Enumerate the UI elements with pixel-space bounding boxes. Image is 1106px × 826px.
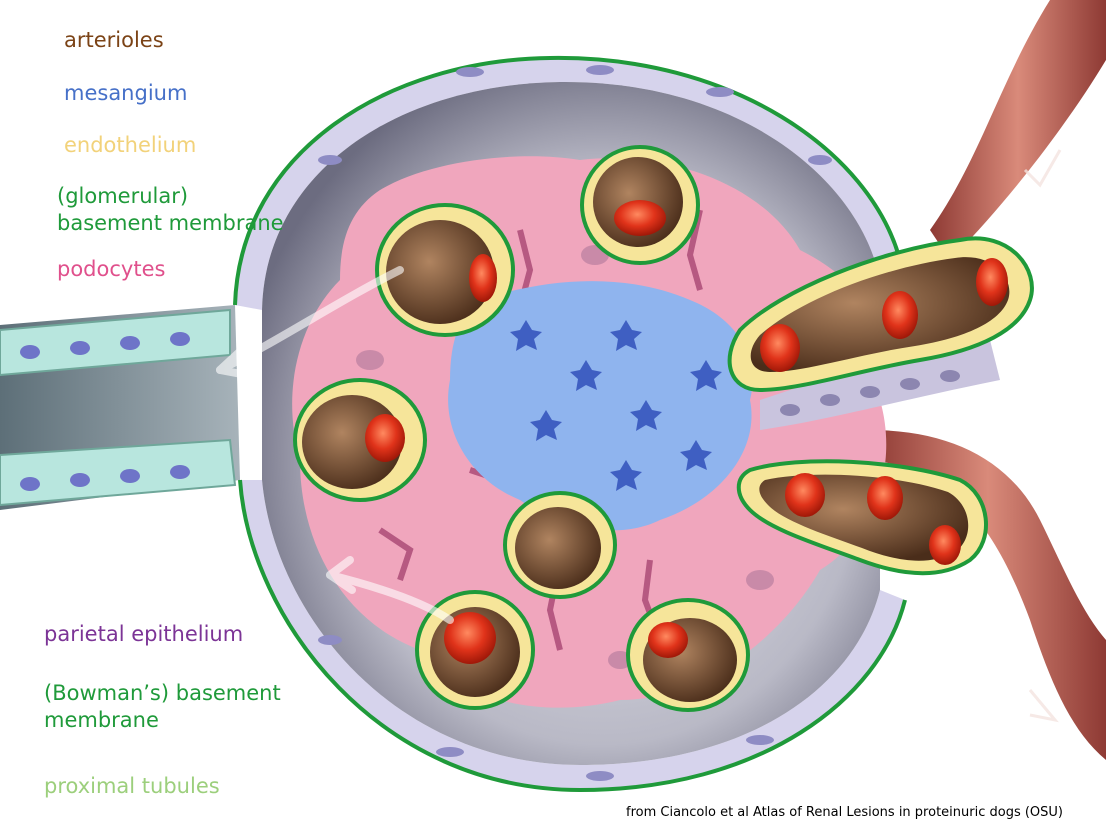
vascular-pole-cells (760, 340, 1000, 430)
capillary-loop-1 (375, 203, 515, 337)
label-arterioles: arterioles (64, 28, 164, 52)
capillary-loop-2 (580, 145, 700, 265)
label-endothelium: endothelium (64, 133, 197, 157)
capillary-loop-5 (736, 459, 988, 576)
label-bowmans-basement-membrane: (Bowman’s) basement membrane (44, 681, 281, 732)
capillary-loop-8 (626, 598, 750, 712)
capillary-loop-6 (503, 491, 617, 599)
mesangium-region (448, 281, 753, 531)
capillary-loop-3 (727, 236, 1034, 393)
label-glomerular-basement-membrane: (glomerular) basement membrane (57, 184, 284, 235)
label-parietal-epithelium: parietal epithelium (44, 622, 244, 646)
label-proximal-tubules: proximal tubules (44, 774, 220, 798)
capillary-loop-4 (293, 378, 427, 502)
label-mesangium: mesangium (64, 81, 188, 105)
efferent-arteriole (870, 430, 1106, 760)
source-credit: from Ciancolo et al Atlas of Renal Lesio… (622, 801, 1094, 825)
proximal-tubule (0, 305, 240, 510)
afferent-arteriole (930, 0, 1106, 260)
filtrate-flow-arrows (216, 266, 454, 624)
label-podocytes: podocytes (57, 257, 166, 281)
